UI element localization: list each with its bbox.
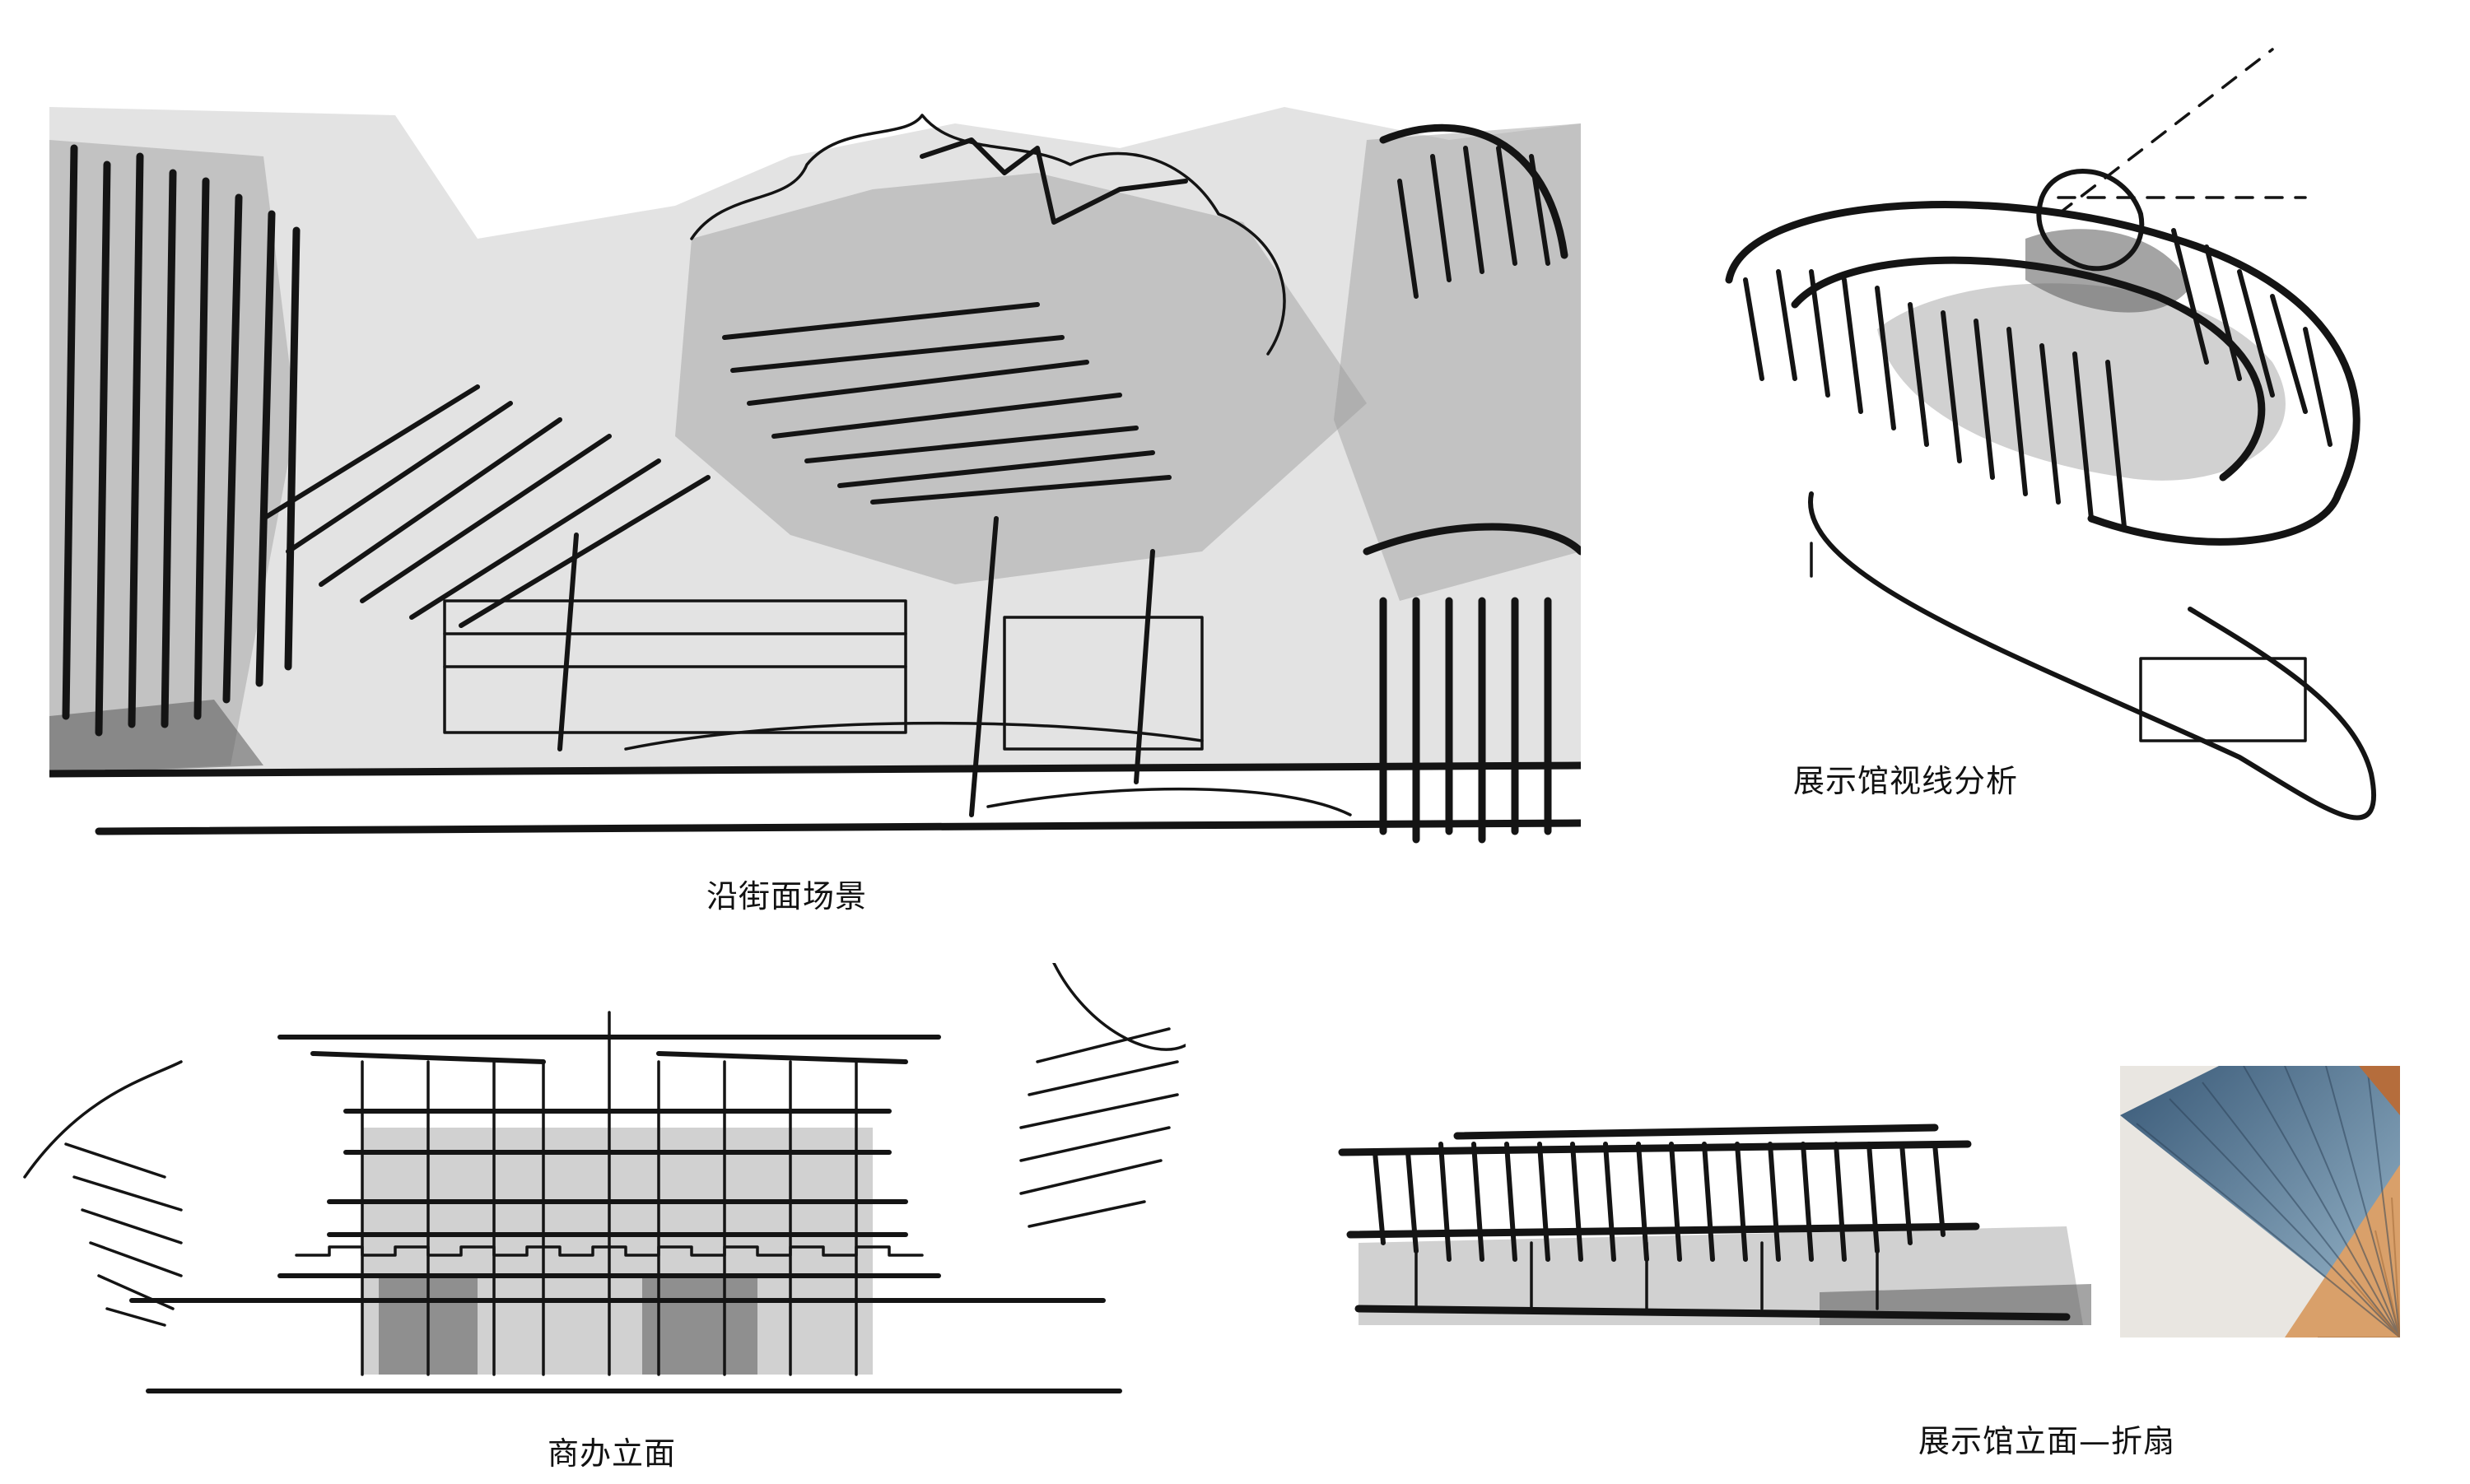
caption-pavilion-sightline: 展示馆视线分析 bbox=[1793, 763, 2019, 799]
office-elevation-sketch bbox=[16, 963, 1186, 1424]
pavilion-sightline-sketch bbox=[1696, 33, 2437, 864]
street-scene-sketch bbox=[49, 91, 1581, 872]
caption-office-elevation: 商办立面 bbox=[548, 1435, 677, 1472]
pavilion-elevation-sketch bbox=[1326, 1078, 2100, 1350]
caption-street-scene: 沿街面场景 bbox=[706, 878, 868, 914]
folding-fan-photo bbox=[2120, 1066, 2400, 1337]
caption-pavilion-elevation: 展示馆立面—折扇 bbox=[1918, 1423, 2176, 1459]
